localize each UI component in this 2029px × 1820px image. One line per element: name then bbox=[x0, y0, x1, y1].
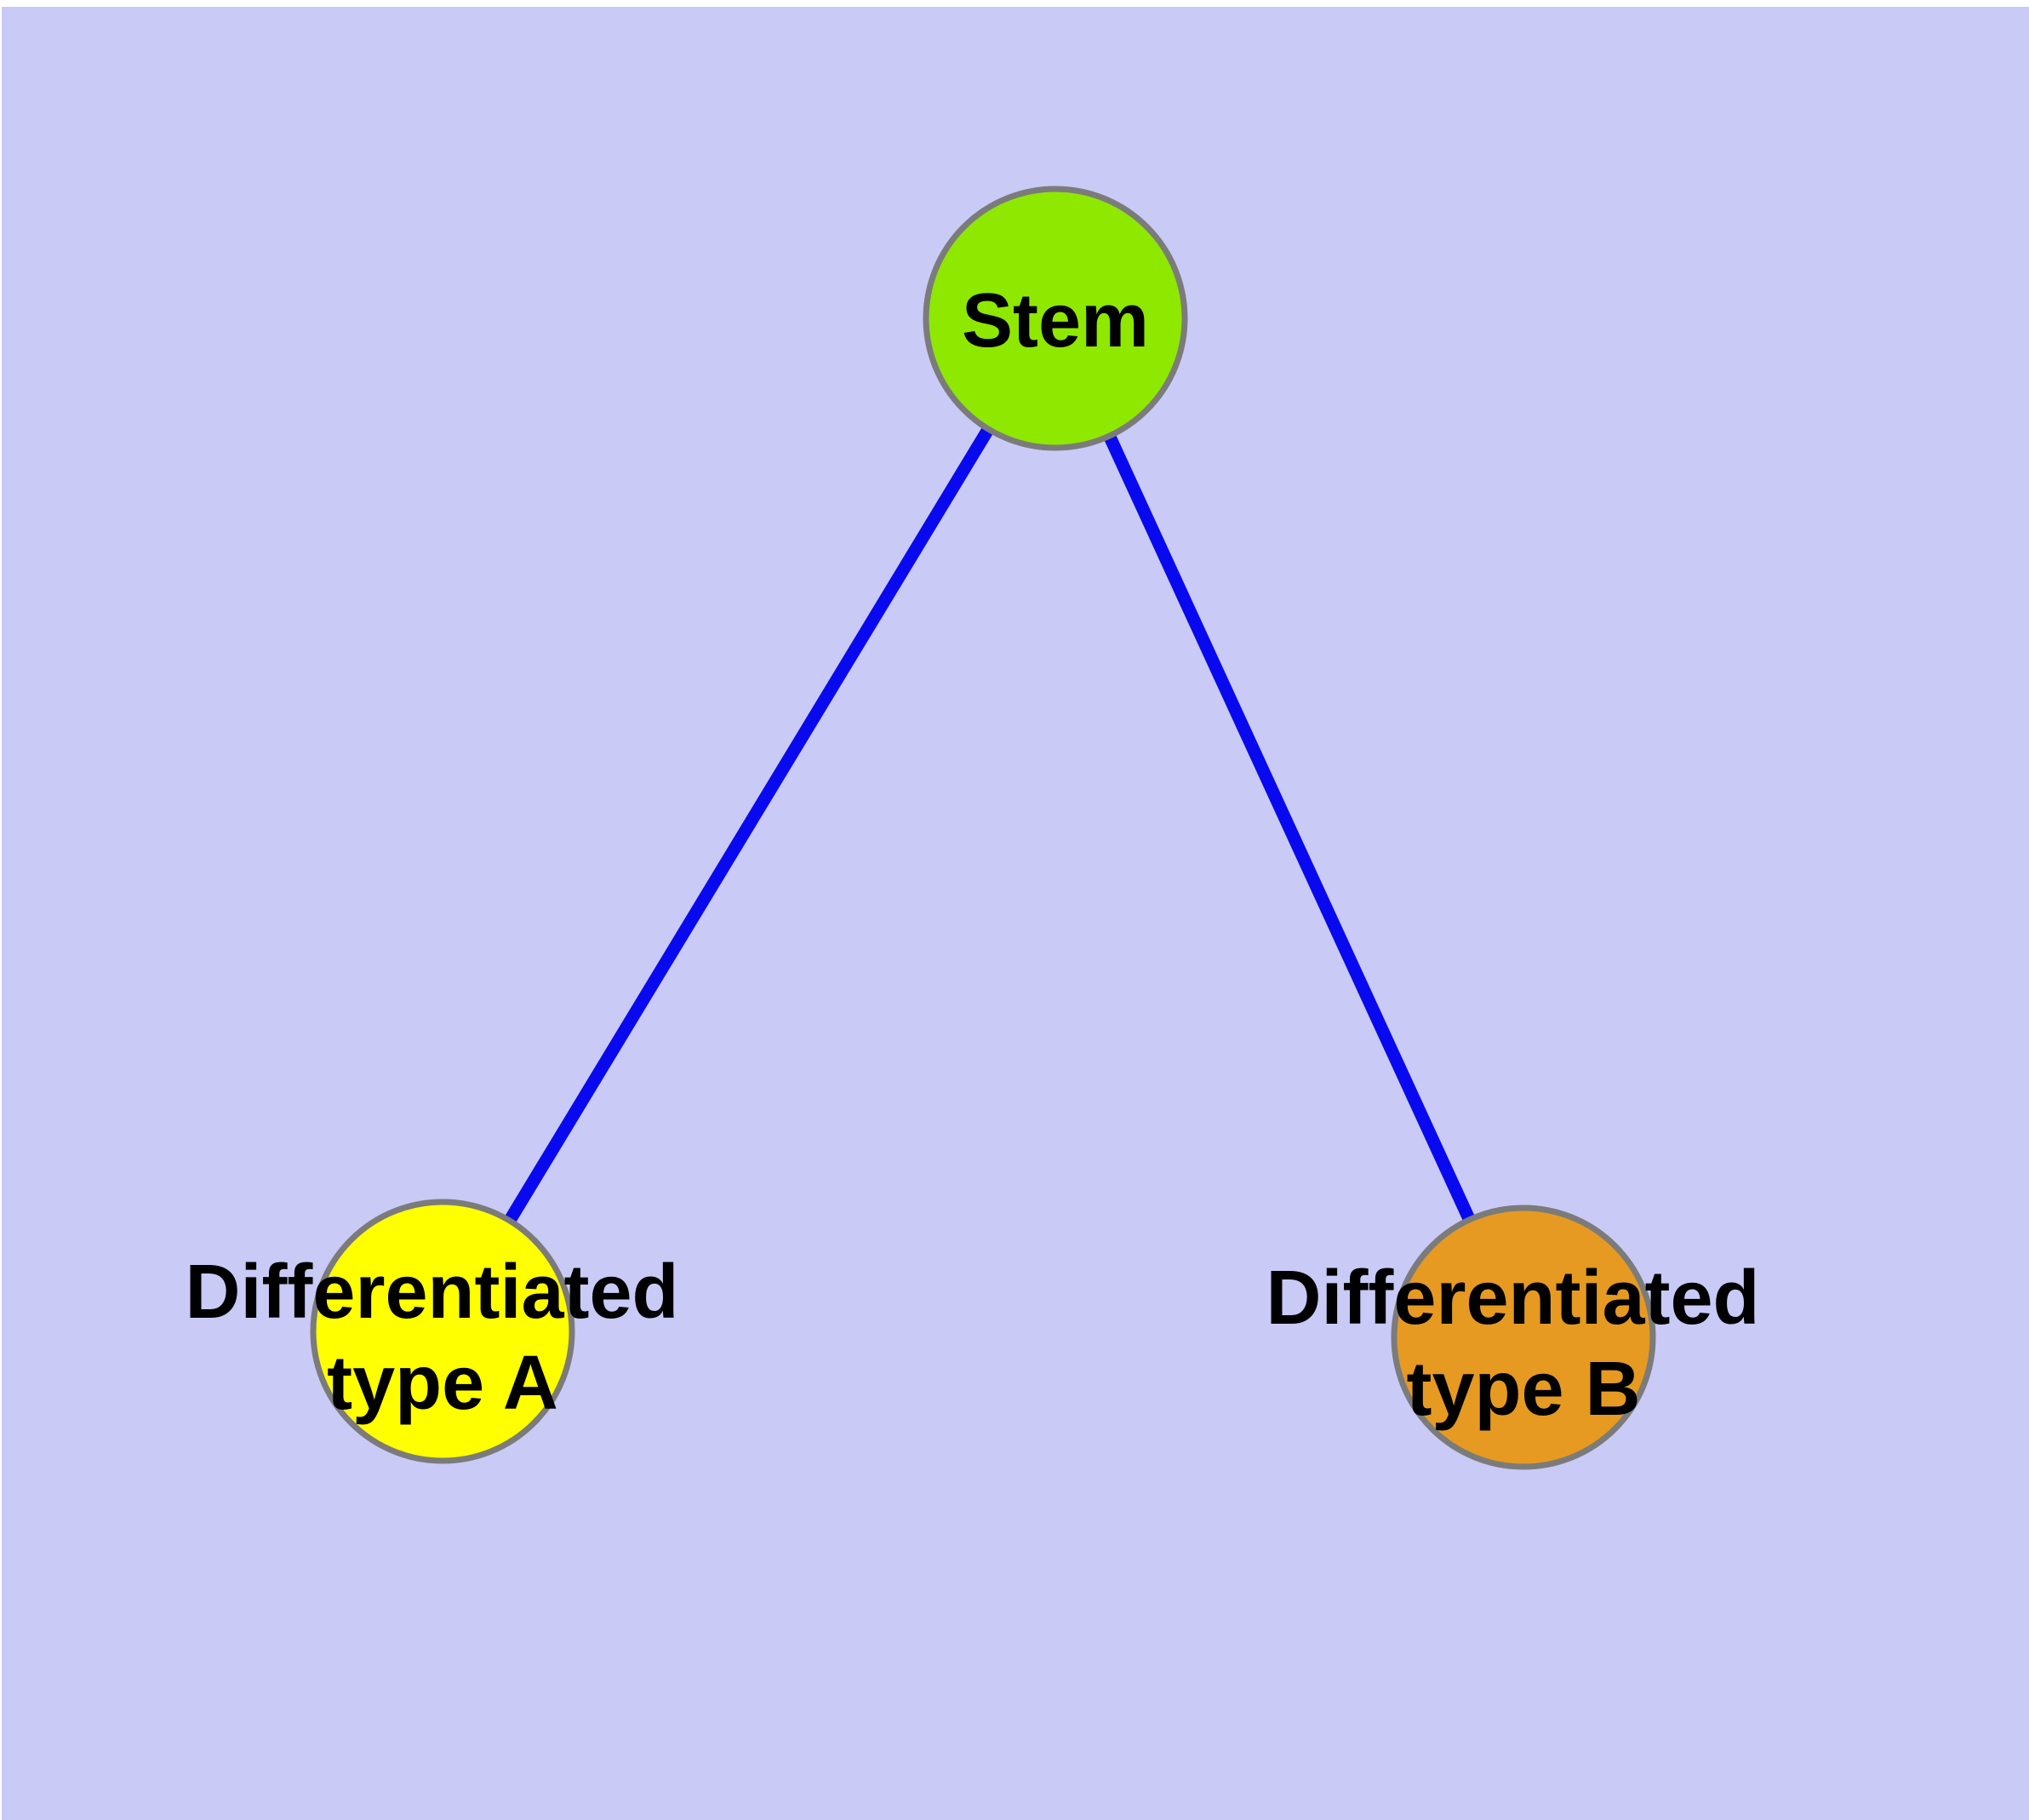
node-type-a-label-line2: type A bbox=[327, 1341, 558, 1426]
label-layer: Stem Differentiated type A Differentiate… bbox=[185, 278, 1780, 1432]
node-layer bbox=[310, 186, 1656, 1470]
edge-stem-to-type-a[interactable] bbox=[437, 315, 1061, 1335]
node-type-b-label: Differentiated type B bbox=[1266, 1256, 1780, 1432]
node-type-b-label-line2: type B bbox=[1406, 1347, 1640, 1432]
node-stem-circle[interactable] bbox=[923, 186, 1188, 451]
node-type-b-label-line1: Differentiated bbox=[1266, 1256, 1759, 1341]
node-type-a-label: Differentiated type A bbox=[185, 1250, 700, 1426]
node-type-a-label-line1: Differentiated bbox=[185, 1250, 678, 1335]
node-type-a-circle[interactable] bbox=[310, 1199, 575, 1464]
edge-stem-to-type-b[interactable] bbox=[1049, 315, 1529, 1341]
edge-layer bbox=[437, 315, 1529, 1341]
node-stem-label: Stem bbox=[962, 278, 1149, 363]
node-type-b-circle[interactable] bbox=[1391, 1205, 1656, 1470]
